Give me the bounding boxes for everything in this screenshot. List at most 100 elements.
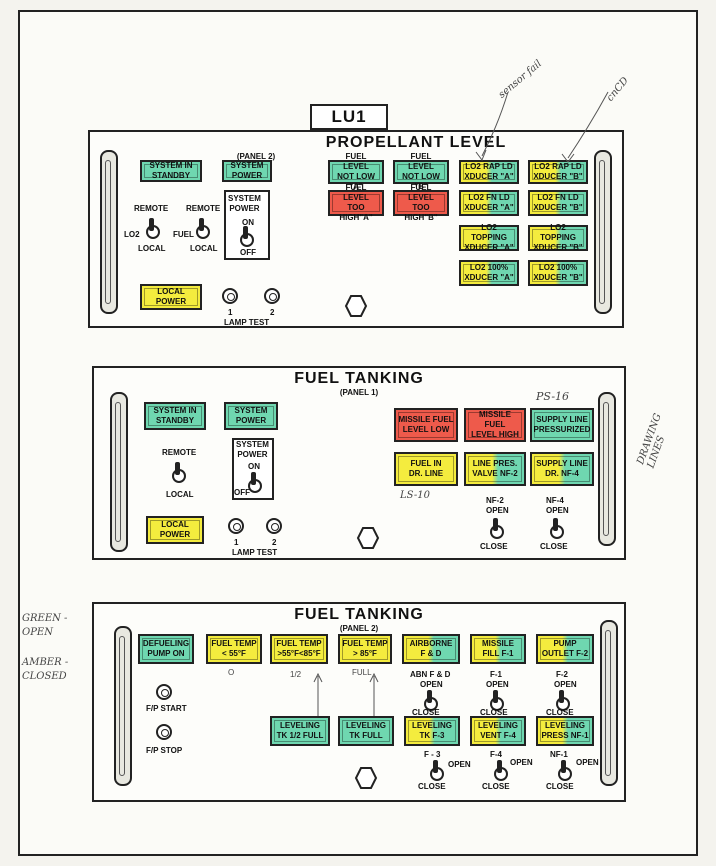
- lamp-system-power[interactable]: SYSTEM POWER: [224, 402, 278, 430]
- lamp-test-button-1[interactable]: [222, 288, 238, 304]
- label-remote-fuel: REMOTE: [186, 204, 221, 213]
- lamp-test-button-2[interactable]: [264, 288, 280, 304]
- remote-local-switch[interactable]: [170, 462, 186, 484]
- lamp-system-power[interactable]: SYSTEM POWER: [222, 160, 272, 182]
- lamp-supply-line-pressurized[interactable]: SUPPLY LINE PRESSURIZED: [530, 408, 594, 442]
- system-power-switch[interactable]: [238, 226, 254, 248]
- lamp-system-in-standby[interactable]: SYSTEM IN STANDBY: [140, 160, 202, 182]
- lamp-line-pres-valve-nf2[interactable]: LINE PRES. VALVE NF-2: [464, 452, 526, 486]
- label-lamp-1: 1: [234, 538, 239, 547]
- label-lamp-test: LAMP TEST: [232, 548, 278, 557]
- panel-handle-left: [114, 626, 132, 786]
- panel-subtitle: (PANEL 2): [339, 624, 379, 633]
- nf1-valve-switch[interactable]: [556, 760, 572, 782]
- lamp-leveling-tk-full[interactable]: LEVELING TK FULL: [338, 716, 394, 746]
- label-f1: F-1: [490, 670, 502, 679]
- nf2-valve-switch[interactable]: [488, 518, 504, 540]
- lamp-supply-line-dr-nf4[interactable]: SUPPLY LINE DR. NF-4: [530, 452, 594, 486]
- lamp-local-power[interactable]: LOCAL POWER: [146, 516, 204, 544]
- label-abn-open: OPEN: [420, 680, 443, 689]
- label-f1-open: OPEN: [486, 680, 509, 689]
- f2-valve-switch[interactable]: [554, 690, 570, 712]
- unit-label: LU1: [310, 104, 388, 130]
- lamp-test-button-2[interactable]: [266, 518, 282, 534]
- panel-handle-left: [110, 392, 128, 552]
- lamp-fuel-level-too-high-b[interactable]: FUEL LEVEL TOO HIGH"B": [393, 183, 449, 222]
- label-local-fuel: LOCAL: [190, 244, 218, 253]
- label-abn-f-d: ABN F & D: [410, 670, 451, 679]
- label-nf1-close: CLOSE: [546, 782, 574, 791]
- lamp-fuel-temp-55-85[interactable]: FUEL TEMP >55°F<85°F: [270, 634, 328, 664]
- label-f3: F - 3: [424, 750, 441, 759]
- lo2-remote-local-switch[interactable]: [144, 218, 160, 240]
- lamp-pump-outlet-f2[interactable]: PUMP OUTLET F-2: [536, 634, 594, 664]
- lamp-missile-fuel-level-low[interactable]: MISSILE FUEL LEVEL LOW: [394, 408, 458, 442]
- label-local: LOCAL: [166, 490, 194, 499]
- lamp-lo2-100-a[interactable]: LO2 100% XDUCER "A": [459, 260, 519, 286]
- lamp-lo2-100-b[interactable]: LO2 100% XDUCER "B": [528, 260, 588, 286]
- lamp-leveling-tk-half-full[interactable]: LEVELING TK 1/2 FULL: [270, 716, 330, 746]
- label-nf2-open: OPEN: [486, 506, 509, 515]
- lamp-leveling-tk-f3[interactable]: LEVELING TK F-3: [404, 716, 460, 746]
- label-nf2-close: CLOSE: [480, 542, 508, 551]
- lamp-lo2-topping-a[interactable]: LO2 TOPPING XDUCER "A": [459, 223, 519, 252]
- lamp-lo2-rap-ld-a[interactable]: LO2 RAP LD XDUCER "A": [459, 160, 519, 184]
- label-f2: F-2: [556, 670, 568, 679]
- panel-handle-right: [600, 620, 618, 786]
- lamp-fuel-level-too-high-a[interactable]: FUEL LEVEL TOO HIGH"A": [328, 183, 384, 222]
- panel-subtitle: (PANEL 2): [236, 152, 276, 161]
- lamp-test-button-1[interactable]: [228, 518, 244, 534]
- label-f4-open: OPEN: [510, 758, 533, 767]
- lamp-missile-fuel-level-high[interactable]: MISSILE FUEL LEVEL HIGH: [464, 408, 526, 442]
- note-ps16: PS-16: [536, 390, 570, 403]
- label-f3-open: OPEN: [448, 760, 471, 769]
- lamp-airborne-f-d[interactable]: AIRBORNE F & D: [402, 634, 460, 664]
- fp-start-button[interactable]: [156, 684, 172, 700]
- label-system-power-switch: SYSTEM POWER: [236, 440, 269, 459]
- fuel-tanking-panel-2: FUEL TANKING (PANEL 2) DEFUELING PUMP ON…: [92, 602, 626, 802]
- panel-subtitle: (PANEL 1): [339, 388, 379, 397]
- panel-title: FUEL TANKING: [294, 370, 424, 387]
- label-f1-close: CLOSE: [480, 708, 508, 717]
- system-power-switch[interactable]: [246, 472, 262, 494]
- lamp-lo2-fn-ld-b[interactable]: LO2 FN LD XDUCER "B": [528, 190, 588, 216]
- label-f2-close: CLOSE: [546, 708, 574, 717]
- lamp-fuel-temp-lt-55[interactable]: FUEL TEMP < 55°F: [206, 634, 262, 664]
- abn-f-d-valve-switch[interactable]: [422, 690, 438, 712]
- mark-temp-zero: O: [228, 668, 235, 677]
- lamp-leveling-vent-f4[interactable]: LEVELING VENT F-4: [470, 716, 526, 746]
- nf4-valve-switch[interactable]: [548, 518, 564, 540]
- lamp-system-in-standby[interactable]: SYSTEM IN STANDBY: [144, 402, 206, 430]
- f3-valve-switch[interactable]: [428, 760, 444, 782]
- label-on: ON: [248, 462, 260, 471]
- lamp-leveling-press-nf1[interactable]: LEVELING PRESS NF-1: [536, 716, 594, 746]
- lamp-fuel-level-not-low-b[interactable]: FUEL LEVEL NOT LOW "B": [393, 152, 449, 191]
- system-power-switch-box: [224, 190, 270, 260]
- label-system-power-switch: SYSTEM POWER: [228, 194, 261, 213]
- panel-handle-right: [598, 392, 616, 546]
- lamp-fuel-in-dr-line[interactable]: FUEL IN DR. LINE: [394, 452, 458, 486]
- label-off: OFF: [234, 488, 250, 497]
- lamp-fuel-level-not-low-a[interactable]: FUEL LEVEL NOT LOW "A": [328, 152, 384, 191]
- label-f2-open: OPEN: [554, 680, 577, 689]
- mark-temp-half: 1/2: [290, 670, 302, 679]
- label-lamp-2: 2: [272, 538, 277, 547]
- lamp-defueling-pump-on[interactable]: DEFUELING PUMP ON: [138, 634, 194, 664]
- fuel-remote-local-switch[interactable]: [194, 218, 210, 240]
- f4-valve-switch[interactable]: [492, 760, 508, 782]
- lamp-lo2-topping-b[interactable]: LO2 TOPPING XDUCER "B": [528, 223, 588, 252]
- note-green-open: GREEN - OPEN: [22, 613, 68, 638]
- hex-fastener: [356, 527, 380, 549]
- panel-title: FUEL TANKING: [294, 606, 424, 623]
- label-nf4: NF-4: [546, 496, 564, 505]
- lamp-fuel-temp-gt-85[interactable]: FUEL TEMP > 85°F: [338, 634, 392, 664]
- lamp-local-power[interactable]: LOCAL POWER: [140, 284, 202, 310]
- lamp-lo2-rap-ld-b[interactable]: LO2 RAP LD XDUCER "B": [528, 160, 588, 184]
- fp-stop-button[interactable]: [156, 724, 172, 740]
- lamp-lo2-fn-ld-a[interactable]: LO2 FN LD XDUCER "A": [459, 190, 519, 216]
- lamp-missile-fill-f1[interactable]: MISSILE FILL F-1: [470, 634, 526, 664]
- f1-valve-switch[interactable]: [488, 690, 504, 712]
- note-amber-closed: AMBER - CLOSED: [22, 657, 69, 682]
- label-abn-close: CLOSE: [412, 708, 440, 717]
- label-lamp-1: 1: [228, 308, 233, 317]
